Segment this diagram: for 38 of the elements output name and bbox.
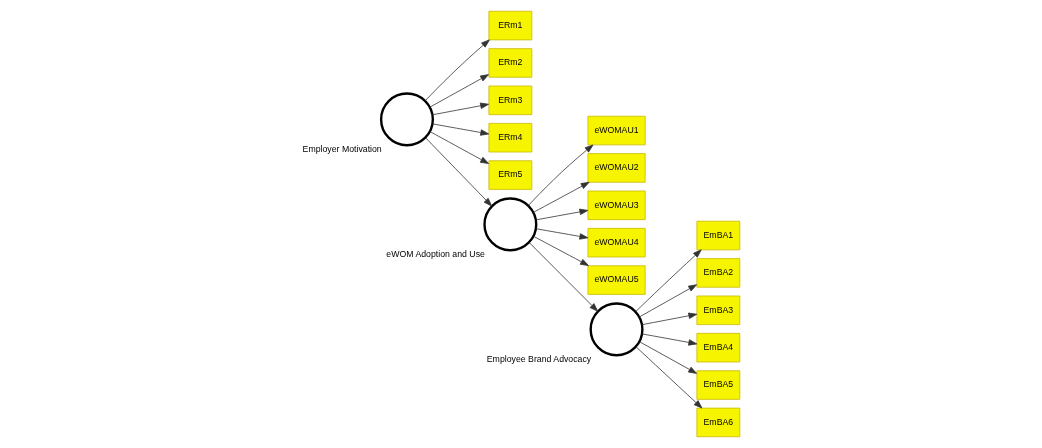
arrow — [535, 208, 588, 221]
node-box: eWOMAU1 — [587, 115, 646, 146]
node-box: eWOMAU2 — [587, 153, 646, 183]
node-box: ERm1 — [488, 10, 532, 41]
node-circle — [379, 92, 434, 147]
node-box: EmBA3 — [695, 295, 740, 325]
node-label: eWOM Adoption and Use — [385, 249, 485, 260]
node-box: EmBA1 — [695, 220, 740, 251]
arrow — [532, 181, 590, 213]
arrow — [428, 131, 489, 164]
node-box: ERm4 — [488, 123, 532, 153]
node-box: EmBA4 — [695, 332, 740, 363]
arrow — [635, 346, 702, 409]
arrow — [641, 333, 697, 346]
arrow — [638, 341, 697, 374]
node-box: EmBA5 — [695, 370, 740, 400]
node-box: eWOMAU4 — [587, 227, 646, 258]
arrow — [428, 74, 489, 108]
arrow — [638, 284, 697, 318]
arrow — [641, 312, 697, 326]
node-box: ERm5 — [488, 160, 532, 190]
arrow — [535, 228, 588, 240]
node-label: Employer Motivation — [302, 144, 382, 155]
node-box: eWOMAU5 — [587, 265, 646, 295]
arrow — [528, 242, 598, 312]
arrow — [527, 144, 593, 207]
node-label: Employee Brand Advocacy — [486, 354, 591, 365]
arrow — [634, 249, 702, 313]
arrow — [532, 235, 589, 266]
node-box: ERm2 — [488, 48, 532, 78]
arrow — [424, 137, 492, 207]
node-box: ERm3 — [488, 85, 532, 116]
arrow — [431, 123, 489, 136]
node-box: EmBA6 — [695, 407, 740, 438]
node-box: EmBA2 — [695, 258, 740, 288]
node-box: eWOMAU3 — [587, 190, 646, 221]
arrow — [431, 102, 489, 116]
arrow — [424, 39, 490, 102]
